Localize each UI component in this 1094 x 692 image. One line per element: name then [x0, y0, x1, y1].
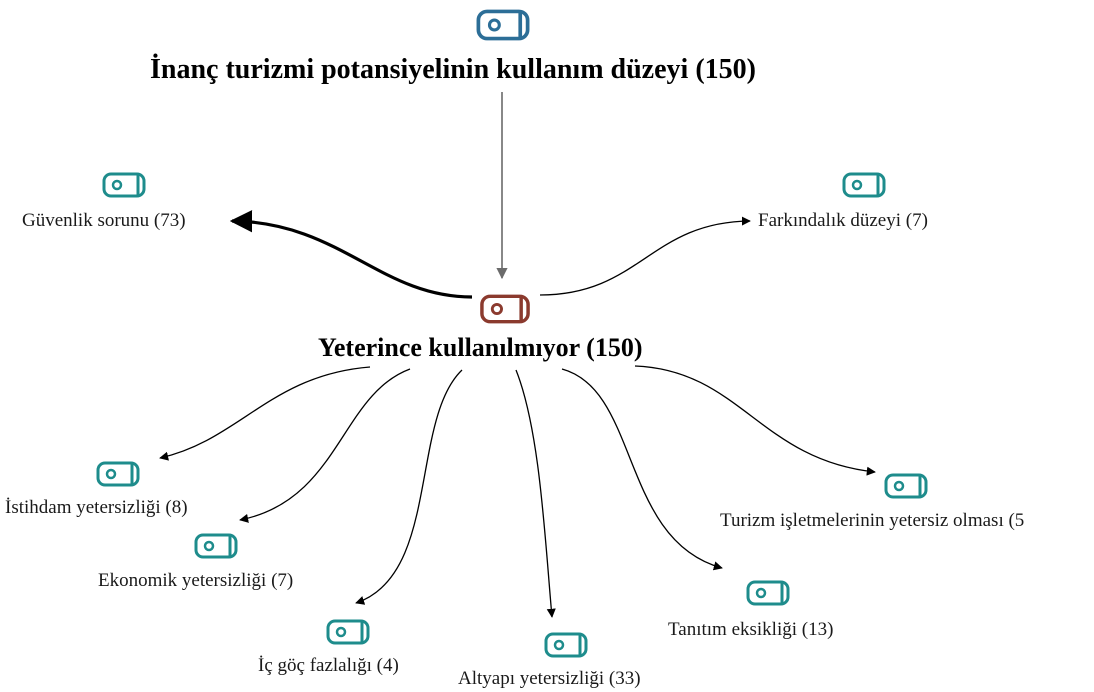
root-code-icon[interactable]	[475, 9, 531, 41]
child-label-turizm-isletmeleri: Turizm işletmelerinin yetersiz olması (5	[720, 510, 1025, 531]
edge-hub-to-guvenlik	[229, 210, 473, 299]
hub-node-label: Yeterince kullanılmıyor (150)	[318, 333, 643, 362]
edge-hub-to-istihdam	[159, 366, 371, 461]
edge-hub-to-ekonomik	[239, 368, 411, 523]
root-node-label: İnanç turizmi potansiyelinin kullanım dü…	[150, 54, 756, 85]
child-label-ekonomik: Ekonomik yetersizliği (7)	[98, 570, 294, 591]
edge-hub-to-turizm-isletmeleri	[634, 365, 876, 476]
child-code-icon[interactable]	[102, 172, 146, 198]
child-label-farkindalik: Farkındalık düzeyi (7)	[758, 210, 928, 231]
child-code-icon[interactable]	[842, 172, 886, 198]
child-label-guvenlik: Güvenlik sorunu (73)	[22, 210, 186, 231]
edge-hub-to-altyapi	[515, 369, 556, 618]
child-code-icon[interactable]	[884, 473, 928, 499]
child-label-altyapi: Altyapı yetersizliği (33)	[458, 668, 641, 689]
child-code-icon[interactable]	[544, 632, 588, 658]
edge-hub-to-farkindalik	[539, 216, 751, 296]
edge-hub-to-tanitim	[561, 368, 723, 571]
child-label-ic-goc: İç göç fazlalığı (4)	[258, 655, 399, 676]
hub-code-icon[interactable]	[478, 294, 532, 324]
child-code-icon[interactable]	[326, 619, 370, 645]
child-code-icon[interactable]	[96, 461, 140, 487]
child-label-tanitim: Tanıtım eksikliği (13)	[668, 619, 834, 640]
edge-hub-to-ic-goc	[355, 369, 463, 605]
child-code-icon[interactable]	[194, 533, 238, 559]
child-code-icon[interactable]	[746, 580, 790, 606]
child-label-istihdam: İstihdam yetersizliği (8)	[5, 497, 188, 518]
